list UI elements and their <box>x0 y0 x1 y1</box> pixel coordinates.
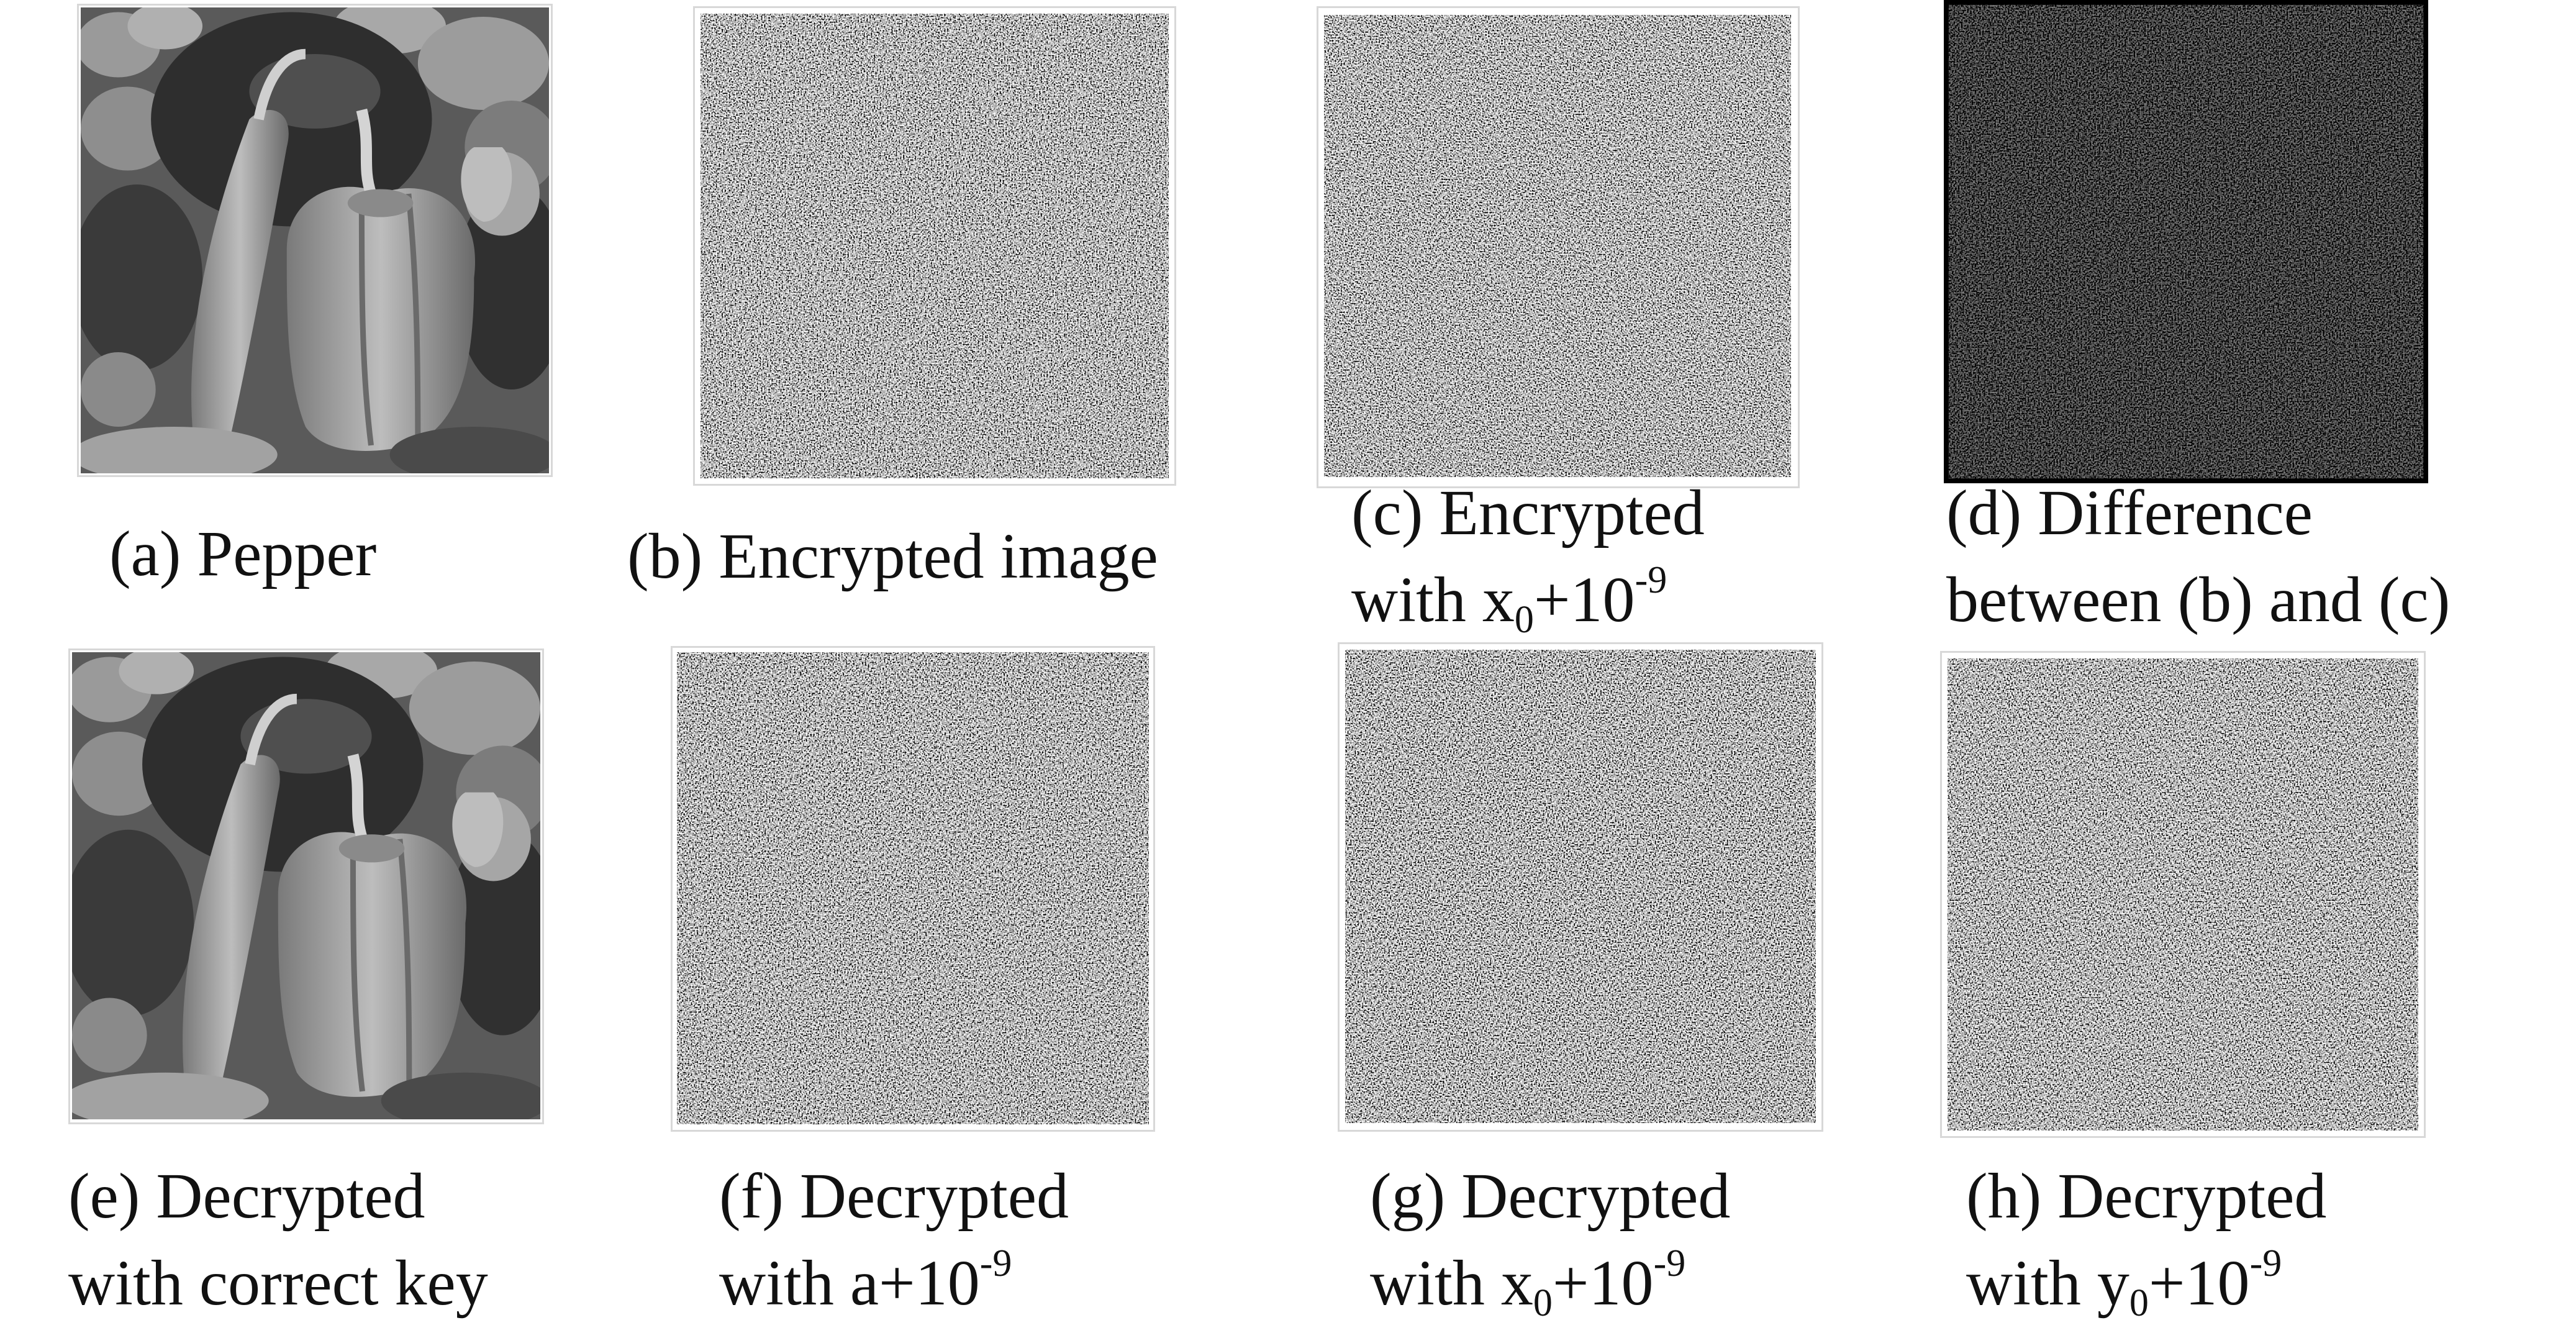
caption-f: (f) Decrypted with a+10-9 <box>719 1153 1069 1327</box>
caption-g-line-2: with x0+10-9 <box>1370 1242 1686 1324</box>
encrypted-image-c <box>1324 15 1791 477</box>
caption-d-line-1: (d) Difference <box>1946 477 2313 548</box>
caption-g: (g) Decrypted with x0+10-9 <box>1370 1153 1730 1327</box>
pepper-image-e <box>72 652 540 1119</box>
decrypted-image-h <box>1948 658 2418 1131</box>
caption-a-line-1: (a) Pepper <box>109 518 377 589</box>
caption-h-line-2: with y0+10-9 <box>1966 1242 2282 1324</box>
caption-c: (c) Encrypted with x0+10-9 <box>1351 470 1705 644</box>
caption-b: (b) Encrypted image <box>627 513 1158 600</box>
caption-h: (h) Decrypted with y0+10-9 <box>1966 1153 2326 1327</box>
decrypted-image-f <box>677 652 1149 1124</box>
caption-e-line-2: with correct key <box>68 1247 488 1319</box>
difference-image-d <box>1944 0 2428 483</box>
decrypted-image-g <box>1345 650 1816 1123</box>
caption-h-line-1: (h) Decrypted <box>1966 1160 2327 1232</box>
caption-e: (e) Decrypted with correct key <box>68 1153 488 1327</box>
caption-f-line-2: with a+10-9 <box>719 1242 1012 1319</box>
caption-d: (d) Difference between (b) and (c) <box>1946 470 2450 644</box>
caption-d-line-2: between (b) and (c) <box>1946 564 2451 635</box>
caption-g-line-1: (g) Decrypted <box>1370 1160 1731 1232</box>
caption-a: (a) Pepper <box>109 511 376 598</box>
caption-c-line-1: (c) Encrypted <box>1351 477 1705 548</box>
caption-f-line-1: (f) Decrypted <box>719 1160 1069 1232</box>
caption-b-line-1: (b) Encrypted image <box>627 521 1158 592</box>
caption-e-line-1: (e) Decrypted <box>68 1160 425 1232</box>
encrypted-image-b <box>701 14 1169 478</box>
caption-c-line-2: with x0+10-9 <box>1351 559 1667 641</box>
pepper-image-a <box>81 7 549 473</box>
